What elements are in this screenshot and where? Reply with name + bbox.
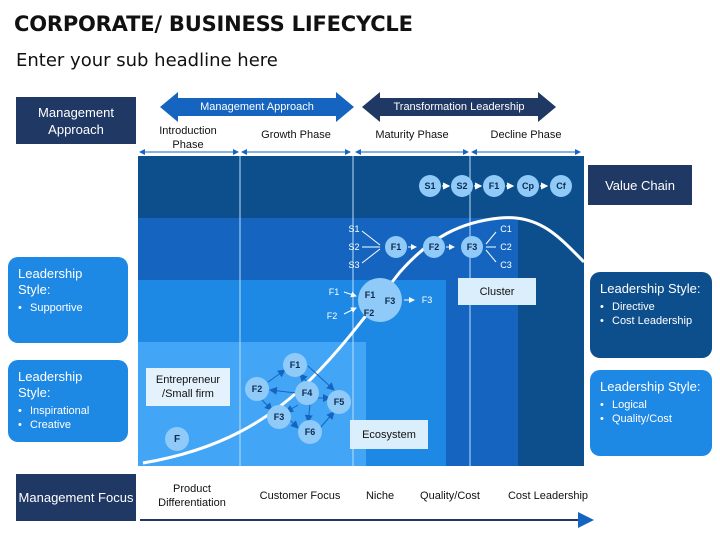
management-focus-label: Management Focus xyxy=(18,490,134,505)
focus-item: Niche xyxy=(365,490,395,502)
transformation-leadership-arrow xyxy=(362,92,556,122)
cluster-node-label: F1 xyxy=(391,242,402,252)
focus-item: Cost Leadership xyxy=(507,490,589,502)
value-chain-node xyxy=(483,175,505,197)
value-chain-node xyxy=(419,175,441,197)
leadership-style-item: Cost Leadership xyxy=(600,314,702,328)
leadership-style-title: Leadership Style: xyxy=(600,281,701,296)
ecosystem-node xyxy=(245,377,269,401)
value-chain-node xyxy=(517,175,539,197)
phase-label-introduction: Introduction Phase xyxy=(159,125,217,151)
cluster-node xyxy=(423,236,445,258)
value-chain-label: Value Chain xyxy=(605,177,675,193)
cluster-output-label: C3 xyxy=(500,260,512,270)
entrepreneur-node xyxy=(165,427,189,451)
management-focus-box: Management Focus xyxy=(16,474,136,521)
entrepreneur-label: Entrepreneur /Small firm xyxy=(155,374,221,400)
entrepreneur-box: Entrepreneur /Small firm xyxy=(146,368,230,406)
cluster-box: Cluster xyxy=(458,278,536,305)
ecosystem-node-label: F1 xyxy=(290,360,301,370)
firm-hub: F1 F3 F2 F1 F2 F3 xyxy=(327,278,433,322)
cluster-input-label: S3 xyxy=(348,260,359,270)
lifecycle-curve xyxy=(142,216,586,465)
focus-item: Customer Focus xyxy=(259,490,341,502)
leadership-style-item: Creative xyxy=(18,418,118,432)
value-chain-node xyxy=(451,175,473,197)
phase-label-maturity: Maturity Phase xyxy=(375,129,449,141)
management-approach-arrow-label: Management Approach xyxy=(200,101,314,113)
page-title: CORPORATE/ BUSINESS LIFECYCLE xyxy=(14,12,413,36)
value-chain-node-label: S2 xyxy=(456,181,467,191)
leadership-style-title: Leadership Style: xyxy=(600,379,701,394)
firm-hub-label: F3 xyxy=(385,296,396,306)
cluster-node xyxy=(385,236,407,258)
leadership-style-title: Leadership Style: xyxy=(18,369,83,400)
cluster-output-label: C2 xyxy=(500,242,512,252)
leadership-style-box: Leadership Style: Logical Quality/Cost xyxy=(590,370,712,456)
management-approach-label: Management Approach xyxy=(38,104,114,137)
focus-item: Quality/Cost xyxy=(420,490,480,502)
ecosystem-node xyxy=(267,405,291,429)
value-chain-node-label: F1 xyxy=(489,181,500,191)
leadership-style-item: Logical xyxy=(600,398,702,412)
firm-hub-output-label: F3 xyxy=(422,295,433,305)
ecosystem-node xyxy=(295,381,319,405)
cluster-flow: F1 F2 F3 S1 S2 S3 C1 C2 C3 xyxy=(348,224,511,270)
ecosystem-node-label: F6 xyxy=(305,427,316,437)
firm-hub-circle xyxy=(358,278,402,322)
leadership-style-item: Supportive xyxy=(18,301,118,315)
focus-item: Product Differentiation xyxy=(158,483,226,509)
value-chain-flow: S1 S2 F1 Cp Cf xyxy=(419,175,572,197)
value-chain-node-label: Cf xyxy=(556,181,566,191)
leadership-style-item: Quality/Cost xyxy=(600,412,702,426)
ecosystem-node-label: F2 xyxy=(252,384,263,394)
firm-hub-input-label: F1 xyxy=(329,287,340,297)
leadership-style-item: Directive xyxy=(600,300,702,314)
management-approach-arrow xyxy=(160,92,354,122)
firm-hub-input-label: F2 xyxy=(327,311,338,321)
ecosystem-node-label: F5 xyxy=(334,397,345,407)
cluster-node-label: F3 xyxy=(467,242,478,252)
ecosystem-label: Ecosystem xyxy=(362,428,416,441)
cluster-node xyxy=(461,236,483,258)
leadership-style-box: Leadership Style: Supportive xyxy=(8,257,128,343)
leadership-style-box: Leadership Style: Directive Cost Leaders… xyxy=(590,272,712,358)
cluster-label: Cluster xyxy=(479,285,515,298)
management-approach-box: Management Approach xyxy=(16,97,136,144)
leadership-style-item: Inspirational xyxy=(18,404,118,418)
firm-hub-label: F2 xyxy=(364,308,375,318)
ecosystem-network: F1 F2 F4 F5 F3 F6 xyxy=(245,353,351,444)
phase-label-decline: Decline Phase xyxy=(490,129,562,141)
leadership-style-box: Leadership Style: Inspirational Creative xyxy=(8,360,128,442)
phase-label-growth: Growth Phase xyxy=(261,129,331,141)
ecosystem-node xyxy=(327,390,351,414)
cluster-output-label: C1 xyxy=(500,224,512,234)
page-subtitle: Enter your sub headline here xyxy=(16,50,278,71)
ecosystem-node xyxy=(283,353,307,377)
ecosystem-node-label: F4 xyxy=(302,388,313,398)
ecosystem-node-label: F3 xyxy=(274,412,285,422)
value-chain-node-label: Cp xyxy=(522,181,534,191)
ecosystem-box: Ecosystem xyxy=(350,420,428,449)
value-chain-box: Value Chain xyxy=(588,165,692,205)
value-chain-node xyxy=(550,175,572,197)
firm-hub-label: F1 xyxy=(365,290,376,300)
value-chain-node-label: S1 xyxy=(424,181,435,191)
entrepreneur-node-label: F xyxy=(174,434,180,445)
cluster-node-label: F2 xyxy=(429,242,440,252)
leadership-style-title: Leadership Style: xyxy=(18,266,83,297)
transformation-leadership-arrow-label: Transformation Leadership xyxy=(393,101,525,113)
cluster-input-label: S1 xyxy=(348,224,359,234)
cluster-input-label: S2 xyxy=(348,242,359,252)
ecosystem-node xyxy=(298,420,322,444)
